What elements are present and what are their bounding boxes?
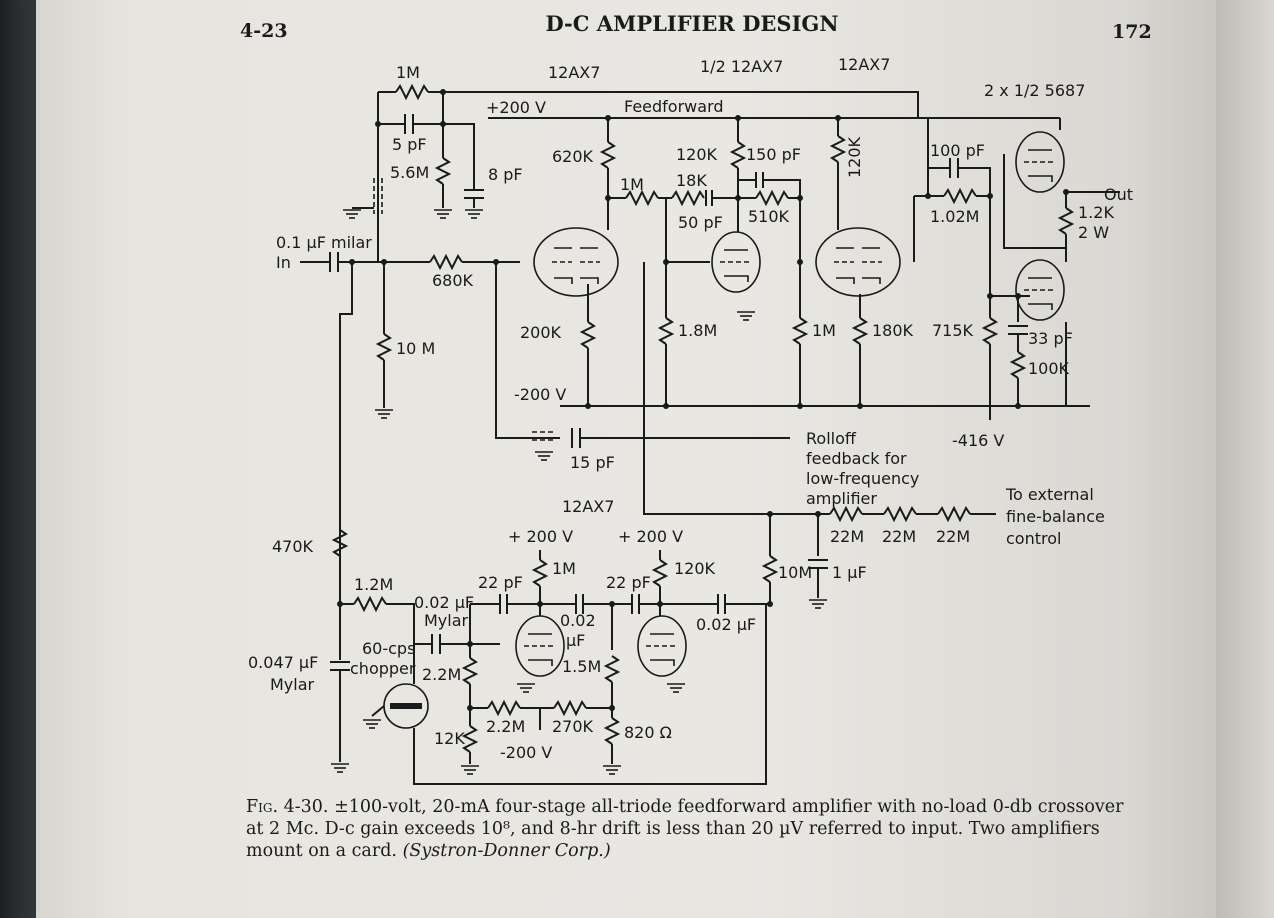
label-r-1m-c: 1M	[812, 321, 836, 340]
label-c-8pf: 8 pF	[488, 165, 523, 184]
label-r-1-02m: 1.02M	[930, 207, 979, 226]
label-tube-out: 2 x 1/2 5687	[984, 81, 1085, 100]
header-section: 4-23	[240, 20, 288, 42]
tube-12ax7-b	[815, 227, 901, 297]
tube-12ax7-half	[711, 231, 761, 293]
label-r-2-2m-a: 2.2M	[422, 665, 461, 684]
label-out: Out	[1104, 185, 1133, 204]
caption-text: ±100-volt, 20-mA four-stage all-triode f…	[246, 797, 1124, 861]
tube-12ax7-lower-b	[637, 615, 687, 677]
caption-fig: Fig. 4-30.	[246, 797, 329, 817]
tube-5687-lower	[1015, 259, 1065, 321]
label-rolloff-4: amplifier	[806, 489, 877, 508]
label-tube-v2: 1/2 12AX7	[700, 57, 783, 76]
label-r-1-2m: 1.2M	[354, 575, 393, 594]
label-r-270k: 270K	[552, 717, 594, 736]
label-r-18k: 18K	[676, 171, 707, 190]
label-r-1m-b: 1M	[620, 175, 644, 194]
label-ext-3: control	[1006, 529, 1061, 548]
label-plus200-c: + 200 V	[618, 527, 683, 546]
label-c-5pf: 5 pF	[392, 135, 427, 154]
label-r-120k-a: 120K	[676, 145, 718, 164]
label-in-cap: 0.1 µF milar	[276, 233, 372, 252]
page-edge	[1216, 0, 1274, 918]
label-tube-v1: 12AX7	[548, 63, 600, 82]
label-c-1uf: 1 µF	[832, 563, 867, 582]
tube-12ax7-a	[533, 227, 619, 297]
label-r-1m-top: 1M	[396, 63, 420, 82]
label-minus200: -200 V	[514, 385, 566, 404]
label-r-680k: 680K	[432, 271, 474, 290]
label-rolloff-3: low-frequency	[806, 469, 919, 488]
label-r-1-8m: 1.8M	[678, 321, 717, 340]
label-r-510k: 510K	[748, 207, 790, 226]
label-tube-v3: 12AX7	[838, 55, 890, 74]
label-mylar-b: Mylar	[270, 675, 315, 694]
label-tube-v4: 12AX7	[562, 497, 614, 516]
label-rolloff-2: feedback for	[806, 449, 907, 468]
label-ext-2: fine-balance	[1006, 507, 1105, 526]
label-r-10m-b: 10M	[778, 563, 812, 582]
label-r-470k: 470K	[272, 537, 314, 556]
label-plus200: +200 V	[486, 98, 546, 117]
label-c-22pf-b: 22 pF	[606, 573, 651, 592]
upper-wiring	[300, 83, 1120, 609]
label-r-2w: 2 W	[1078, 223, 1109, 242]
label-r-620k: 620K	[552, 147, 594, 166]
label-r-22m-a: 22M	[830, 527, 864, 546]
label-r-100k: 100K	[1028, 359, 1070, 378]
label-r-2-2m-b: 2.2M	[486, 717, 525, 736]
junction-dots	[337, 89, 1069, 711]
label-c-002-b1: 0.02	[560, 611, 596, 630]
caption-credit: (Systron-Donner Corp.)	[402, 841, 611, 861]
label-c-15pf: 15 pF	[570, 453, 615, 472]
label-r-1-5m: 1.5M	[562, 657, 601, 676]
label-in: In	[276, 253, 291, 272]
label-ext-1: To external	[1005, 485, 1094, 504]
label-feedforward: Feedforward	[624, 97, 724, 116]
label-chop-1: 60-cps	[362, 639, 415, 658]
label-r-12k: 12K	[434, 729, 465, 748]
label-minus416: -416 V	[952, 431, 1004, 450]
tube-5687-upper	[1015, 131, 1065, 193]
label-r-10m: 10 M	[396, 339, 435, 358]
label-c-100pf: 100 pF	[930, 141, 985, 160]
label-c-50pf: 50 pF	[678, 213, 723, 232]
label-r-22m-c: 22M	[936, 527, 970, 546]
label-r-715k: 715K	[932, 321, 974, 340]
label-r-200k: 200K	[520, 323, 562, 342]
label-c-002-b2: µF	[566, 631, 585, 650]
label-r-22m-b: 22M	[882, 527, 916, 546]
label-c-33pf: 33 pF	[1028, 329, 1073, 348]
label-c-0047: 0.047 µF	[248, 653, 318, 672]
label-chop-2: chopper	[350, 659, 416, 678]
label-r-180k: 180K	[872, 321, 914, 340]
label-mylar: Mylar	[424, 611, 469, 630]
label-c-002-a: 0.02 µF	[414, 593, 474, 612]
label-c-002-c: 0.02 µF	[696, 615, 756, 634]
header-page-number: 172	[1112, 21, 1152, 43]
label-r-120k-c: 120K	[674, 559, 716, 578]
book-spine	[0, 0, 40, 918]
label-r-820: 820 Ω	[624, 723, 672, 742]
figure-caption: Fig. 4-30. ±100-volt, 20-mA four-stage a…	[246, 796, 1146, 862]
tube-12ax7-lower-a	[515, 615, 565, 677]
label-r-1m-d: 1M	[552, 559, 576, 578]
label-r-120k-b: 120K	[845, 136, 864, 178]
label-r-1-2k: 1.2K	[1078, 203, 1114, 222]
label-rolloff-1: Rolloff	[806, 429, 857, 448]
label-c-150pf: 150 pF	[746, 145, 801, 164]
header-title: D-C AMPLIFIER DESIGN	[545, 11, 838, 36]
label-minus200-b: -200 V	[500, 743, 552, 762]
label-c-22pf-a: 22 pF	[478, 573, 523, 592]
book-page	[36, 0, 1216, 918]
label-plus200-b: + 200 V	[508, 527, 573, 546]
component-labels: 1M 12AX7 1/2 12AX7 12AX7 2 x 1/2 5687 +2…	[248, 55, 1133, 762]
label-r-5-6m: 5.6M	[390, 163, 429, 182]
